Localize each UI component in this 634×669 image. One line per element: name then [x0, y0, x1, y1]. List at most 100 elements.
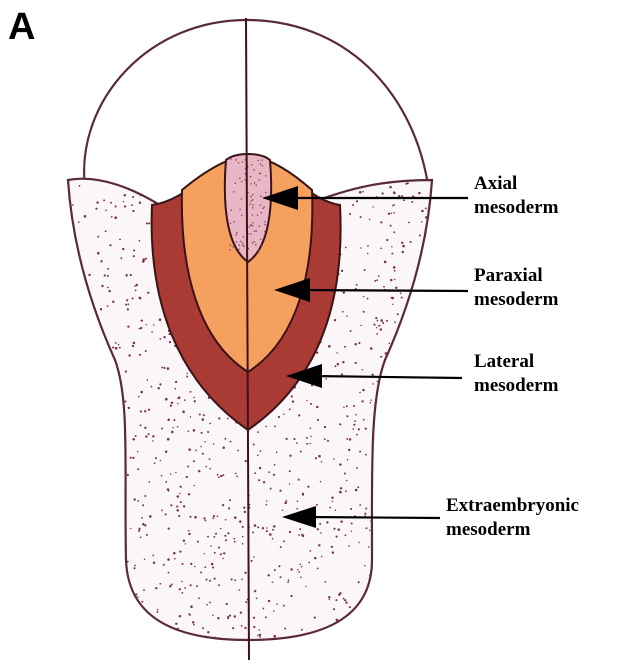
stipple-dot	[167, 558, 170, 561]
stipple-dot	[395, 287, 397, 289]
stipple-dot	[63, 565, 65, 567]
label-paraxial-mesoderm: Paraxial mesoderm	[474, 264, 558, 312]
stipple-dot	[390, 297, 392, 299]
stipple-dot	[361, 400, 363, 402]
axial-stipple-dot	[238, 162, 240, 164]
stipple-dot	[159, 583, 161, 585]
stipple-dot	[157, 631, 159, 633]
stipple-dot	[259, 634, 262, 637]
stipple-dot	[227, 532, 229, 534]
stipple-dot	[82, 512, 84, 514]
stipple-dot	[259, 636, 261, 638]
stipple-dot	[373, 324, 375, 326]
stipple-dot	[141, 319, 143, 321]
stipple-dot	[310, 550, 312, 552]
stipple-dot	[228, 507, 230, 509]
stipple-dot	[124, 400, 126, 402]
stipple-dot	[416, 597, 418, 599]
stipple-dot	[155, 457, 157, 459]
stipple-dot	[64, 555, 66, 557]
stipple-dot	[381, 409, 383, 411]
stipple-dot	[143, 589, 145, 591]
stipple-dot	[350, 632, 352, 634]
stipple-dot	[178, 396, 180, 398]
stipple-dot	[93, 411, 95, 413]
axial-stipple-dot	[250, 183, 252, 185]
stipple-dot	[128, 407, 130, 409]
axial-stipple-dot	[241, 214, 243, 216]
stipple-dot	[386, 541, 388, 543]
stipple-dot	[148, 409, 150, 411]
stipple-dot	[234, 541, 236, 543]
stipple-dot	[161, 366, 163, 368]
stipple-dot	[120, 504, 122, 506]
stipple-dot	[135, 290, 137, 292]
stipple-dot	[107, 410, 109, 412]
stipple-dot	[415, 446, 417, 448]
label-axial-line2: mesoderm	[474, 196, 558, 220]
stipple-dot	[227, 617, 229, 619]
stipple-dot	[343, 291, 345, 293]
stipple-dot	[393, 605, 395, 607]
stipple-dot	[144, 559, 145, 560]
stipple-dot	[183, 505, 185, 507]
stipple-dot	[163, 564, 165, 566]
stipple-dot	[102, 557, 104, 559]
stipple-dot	[297, 569, 298, 570]
stipple-dot	[88, 274, 90, 276]
stipple-dot	[358, 428, 360, 430]
stipple-dot	[188, 430, 190, 432]
stipple-dot	[101, 285, 103, 287]
axial-stipple-dot	[265, 192, 267, 194]
stipple-dot	[188, 530, 190, 532]
stipple-dot	[205, 642, 207, 644]
stipple-dot	[370, 402, 372, 404]
stipple-dot	[152, 435, 154, 437]
stipple-dot	[97, 336, 98, 337]
stipple-dot	[203, 517, 205, 519]
stipple-dot	[414, 526, 416, 528]
stipple-dot	[60, 465, 62, 467]
axial-stipple-dot	[260, 163, 262, 165]
label-lateral-line2: mesoderm	[474, 374, 558, 398]
stipple-dot	[174, 558, 176, 560]
stipple-dot	[107, 411, 109, 413]
stipple-dot	[324, 191, 326, 193]
axial-stipple-dot	[260, 239, 262, 241]
stipple-dot	[86, 629, 88, 631]
stipple-dot	[96, 402, 98, 404]
stipple-dot	[140, 536, 142, 538]
stipple-dot	[422, 422, 424, 424]
stipple-dot	[381, 503, 383, 505]
stipple-dot	[204, 441, 206, 443]
stipple-dot	[333, 608, 335, 610]
stipple-dot	[344, 534, 346, 536]
stipple-dot	[272, 538, 274, 540]
stipple-dot	[258, 479, 260, 481]
stipple-dot	[348, 449, 350, 451]
stipple-dot	[279, 490, 281, 492]
stipple-dot	[137, 468, 139, 470]
stipple-dot	[87, 545, 88, 546]
stipple-dot	[170, 473, 171, 474]
stipple-dot	[429, 244, 431, 246]
axial-stipple-dot	[242, 244, 244, 246]
stipple-dot	[289, 408, 291, 410]
stipple-dot	[356, 434, 358, 436]
stipple-dot	[434, 299, 437, 302]
stipple-dot	[120, 572, 122, 574]
stipple-dot	[400, 292, 402, 294]
stipple-dot	[414, 319, 416, 321]
axial-stipple-dot	[264, 224, 266, 226]
stipple-dot	[388, 213, 390, 215]
stipple-dot	[341, 270, 343, 272]
stipple-dot	[83, 395, 85, 397]
stipple-dot	[100, 452, 102, 454]
stipple-dot	[73, 486, 75, 488]
stipple-dot	[317, 419, 319, 421]
axial-stipple-dot	[229, 158, 231, 160]
stipple-dot	[72, 256, 74, 258]
stipple-dot	[184, 587, 186, 589]
stipple-dot	[159, 318, 162, 321]
axial-stipple-dot	[261, 159, 263, 161]
